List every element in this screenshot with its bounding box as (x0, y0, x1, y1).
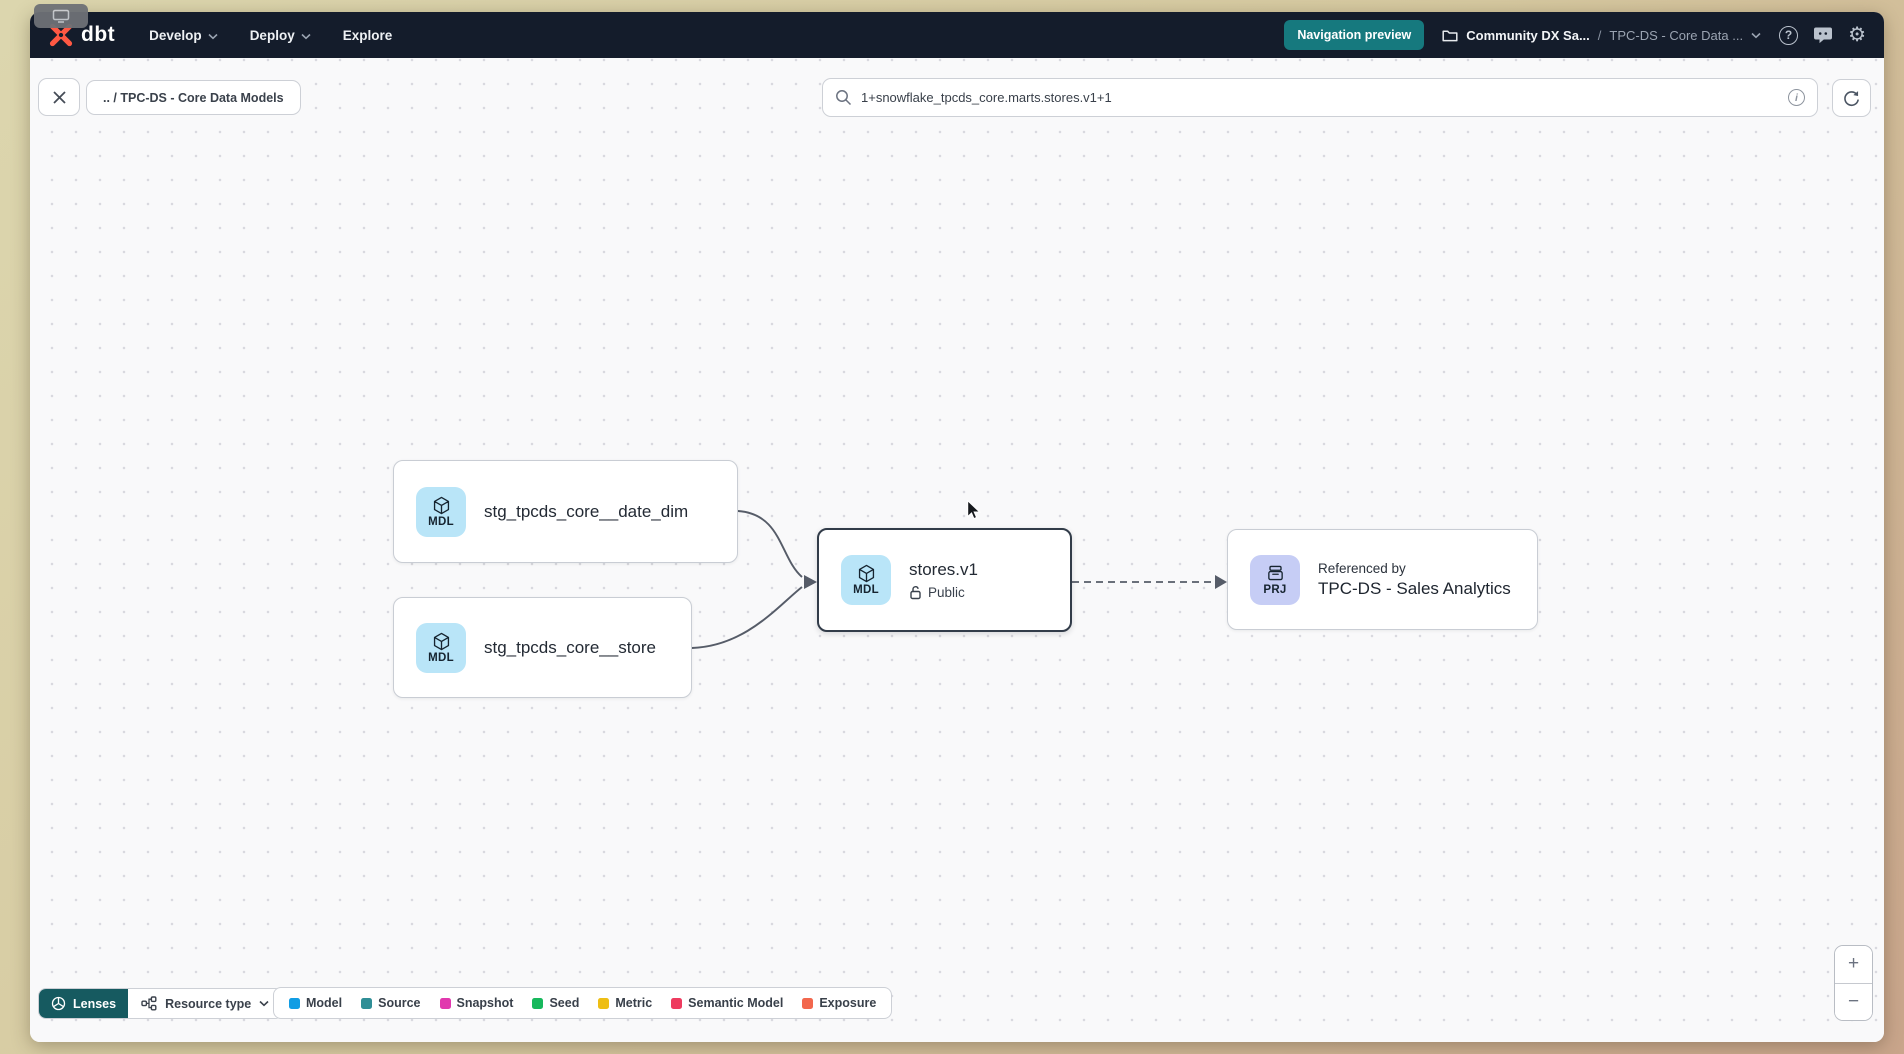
legend-item: Model (289, 996, 342, 1010)
feedback-button[interactable] (1813, 26, 1833, 45)
monitor-icon (52, 9, 70, 23)
node-title: TPC-DS - Sales Analytics (1318, 578, 1511, 598)
lineage-search: i (822, 78, 1818, 117)
node-stores-v1[interactable]: MDL stores.v1 Public (817, 528, 1072, 632)
search-icon (836, 90, 852, 106)
top-nav: dbt Develop Deploy Explore Navigation pr… (30, 12, 1884, 58)
screen-share-indicator (34, 4, 88, 28)
chevron-down-icon[interactable] (1751, 32, 1761, 39)
zoom-out-button[interactable]: − (1835, 983, 1872, 1020)
navigation-preview-button[interactable]: Navigation preview (1284, 20, 1425, 50)
menu-deploy[interactable]: Deploy (250, 28, 311, 43)
access-row: Public (909, 585, 978, 600)
workflow-icon (141, 996, 157, 1011)
cube-icon (858, 564, 874, 583)
lens-icon (51, 996, 66, 1011)
selector-input[interactable] (861, 90, 1779, 105)
legend-label: Source (378, 996, 421, 1010)
app-window: dbt Develop Deploy Explore Navigation pr… (30, 12, 1884, 1042)
edge-arrowhead (1215, 575, 1227, 589)
legend-label: Snapshot (456, 996, 514, 1010)
chevron-down-icon (301, 33, 311, 39)
chat-bubble-icon (1814, 27, 1833, 43)
legend-swatch (598, 997, 610, 1009)
legend-item: Seed (532, 996, 579, 1010)
breadcrumb-separator: / (1597, 27, 1602, 43)
legend-label: Exposure (819, 996, 877, 1010)
access-label: Public (928, 585, 965, 600)
help-button[interactable]: ? (1779, 25, 1799, 45)
legend-label: Model (306, 996, 343, 1010)
gear-icon: ⚙ (1848, 24, 1866, 46)
node-tpcds-sales-analytics[interactable]: PRJ Referenced by TPC-DS - Sales Analyti… (1227, 529, 1538, 630)
nav-icons: ? ⚙ (1779, 25, 1866, 45)
model-badge: MDL (416, 486, 466, 537)
node-title: stg_tpcds_core__store (484, 637, 656, 657)
model-badge: MDL (416, 622, 466, 673)
legend-swatch (439, 997, 451, 1009)
logo-text: dbt (81, 23, 116, 46)
refresh-icon (1844, 90, 1859, 106)
node-title: stg_tpcds_core__date_dim (484, 501, 689, 521)
legend-item: Metric (598, 996, 652, 1010)
settings-button[interactable]: ⚙ (1848, 25, 1866, 45)
legend-label: Seed (549, 996, 580, 1010)
legend: Model Source Snapshot Seed Metric Semantic Mo… (273, 987, 893, 1019)
breadcrumb-page[interactable]: TPC-DS - Core Data ... (1609, 27, 1744, 43)
archive-icon (1267, 565, 1283, 580)
close-lineage-button[interactable] (38, 78, 80, 116)
zoom-in-button[interactable]: + (1835, 946, 1872, 984)
lineage-canvas[interactable]: .. / TPC-DS - Core Data Models i (30, 58, 1884, 1042)
help-icon: ? (1779, 25, 1799, 45)
info-icon[interactable]: i (1788, 89, 1805, 106)
legend-swatch (532, 997, 544, 1009)
referenced-by-label: Referenced by (1318, 560, 1406, 576)
nav-right: Navigation preview Community DX Sa... / … (1284, 20, 1866, 50)
legend-swatch (289, 997, 300, 1009)
cube-icon (433, 496, 449, 514)
breadcrumb-project[interactable]: Community DX Sa... (1466, 27, 1590, 43)
chevron-down-icon (259, 1000, 269, 1007)
node-title: stores.v1 (909, 560, 978, 579)
legend-label: Semantic Model (688, 996, 784, 1010)
badge-label: PRJ (1263, 583, 1287, 596)
project-badge: PRJ (1250, 554, 1300, 605)
chevron-down-icon (208, 33, 218, 39)
mouse-cursor (967, 500, 982, 520)
lens-controls: Lenses Resource type (38, 988, 284, 1019)
node-stg-tpcds-core-store[interactable]: MDL stg_tpcds_core__store (393, 597, 692, 698)
legend-items: Model Source Snapshot Seed Metric Semantic Mo… (289, 996, 876, 1010)
badge-label: MDL (853, 584, 879, 596)
lineage-breadcrumb-chip[interactable]: .. / TPC-DS - Core Data Models (86, 80, 301, 115)
legend-item: Snapshot (439, 996, 514, 1010)
refresh-lineage-button[interactable] (1832, 79, 1871, 117)
model-badge: MDL (841, 555, 891, 605)
edge-arrowhead (804, 575, 817, 589)
dbt-logo[interactable]: dbt (48, 22, 115, 48)
badge-label: MDL (428, 515, 454, 528)
resource-type-dropdown[interactable]: Resource type (128, 989, 283, 1018)
close-icon (52, 90, 66, 104)
menu-develop[interactable]: Develop (149, 28, 218, 43)
legend-swatch (361, 997, 373, 1009)
lenses-button[interactable]: Lenses (39, 989, 129, 1018)
menu-explore[interactable]: Explore (342, 27, 393, 43)
cube-icon (433, 632, 449, 650)
legend-item: Semantic Model (671, 996, 783, 1010)
legend-label: Metric (615, 996, 653, 1010)
main-menu: Develop Deploy Explore (149, 28, 392, 43)
badge-label: MDL (428, 651, 454, 664)
legend-swatch (802, 997, 814, 1009)
node-stg-tpcds-core-date-dim[interactable]: MDL stg_tpcds_core__date_dim (393, 460, 738, 563)
legend-item: Exposure (802, 996, 876, 1010)
legend-swatch (671, 997, 683, 1009)
legend-item: Source (361, 996, 421, 1010)
dbt-logo-icon (49, 23, 73, 47)
breadcrumb[interactable]: Community DX Sa... / TPC-DS - Core Data … (1442, 28, 1761, 43)
zoom-controls: + − (1834, 945, 1873, 1021)
folder-icon (1442, 29, 1458, 41)
unlock-icon (910, 586, 921, 600)
